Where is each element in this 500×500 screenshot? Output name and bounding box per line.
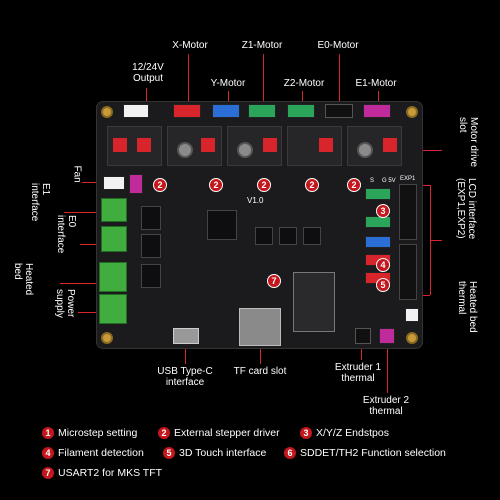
tf-card-slot (239, 308, 281, 346)
label-z1-motor: Z1-Motor (241, 40, 283, 51)
label-power-supply: Power supply (54, 289, 76, 318)
x-motor-connector (173, 104, 201, 118)
z1-motor-connector (248, 104, 276, 118)
e1-motor-connector (363, 104, 391, 118)
e1-terminal (101, 198, 127, 222)
label-output: 12/24V Output (132, 62, 164, 84)
exp1-header (399, 184, 417, 240)
bed-thermal-connector (405, 308, 419, 322)
label-y-motor: Y-Motor (210, 78, 246, 89)
heated-bed-terminal (99, 262, 127, 292)
label-e1-motor: E1-Motor (355, 78, 397, 89)
label-lcd-interface: LCD interface (EXP1,EXP2) (455, 178, 477, 240)
e0-terminal (101, 226, 127, 252)
label-heated-bed-thermal: Heated bed thermal (456, 281, 478, 333)
output-connector (123, 104, 149, 118)
usb-typec-port (173, 328, 199, 344)
board-version: V1.0 (247, 196, 264, 205)
label-motor-drive-slot: Motor drive slot (457, 117, 479, 168)
power-terminal (99, 294, 127, 324)
exp2-header (399, 244, 417, 300)
extruder1-thermal-connector (355, 328, 371, 344)
label-extruder1-thermal: Extruder 1 thermal (334, 362, 382, 384)
label-extruder2-thermal: Extruder 2 thermal (362, 395, 410, 417)
z2-motor-connector (287, 104, 315, 118)
label-x-motor: X-Motor (172, 40, 208, 51)
driver-slot-4 (287, 126, 342, 166)
e0-motor-connector (325, 104, 353, 118)
label-tf-card: TF card slot (233, 366, 287, 377)
wifi-module (293, 272, 335, 332)
label-z2-motor: Z2-Motor (283, 78, 325, 89)
mainboard: V1.0 S G 5V EXP1 2 2 2 2 2 3 (97, 102, 422, 348)
label-e1-interface: E1 interface (29, 183, 51, 222)
label-usb-typec: USB Type-C interface (157, 366, 213, 388)
y-motor-connector (212, 104, 240, 118)
extruder2-thermal-connector (379, 328, 395, 344)
label-heated-bed: Heated bed (12, 263, 34, 296)
label-e0-motor: E0-Motor (317, 40, 359, 51)
label-fan: Fan (71, 165, 83, 183)
label-e0-interface: E0 interface (55, 215, 77, 254)
fan-connector (103, 176, 125, 190)
